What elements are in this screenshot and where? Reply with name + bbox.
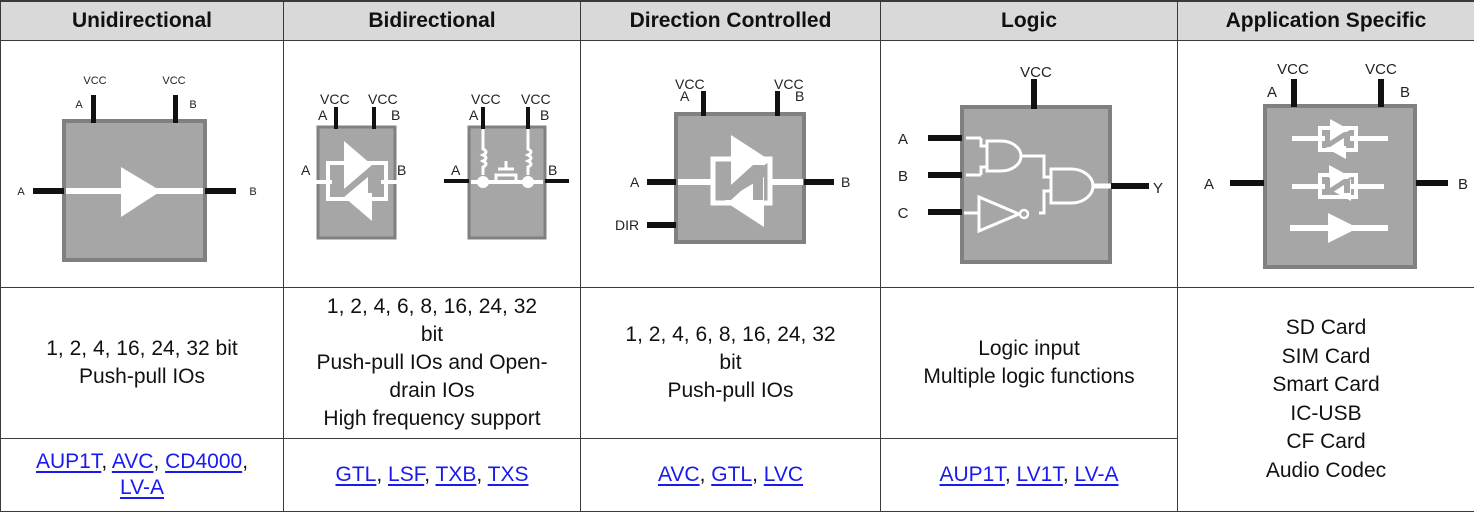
description-line: Push-pull IOs and Open- bbox=[316, 351, 548, 374]
pin-label-b-top: B bbox=[1400, 84, 1410, 101]
application-item: IC-USB bbox=[1290, 401, 1362, 425]
pin-label-a-top: A bbox=[680, 88, 690, 104]
pin-label-a-top: A bbox=[1267, 84, 1277, 101]
pin-label-c: C bbox=[898, 205, 909, 222]
family-link-lv-a[interactable]: LV-A bbox=[1074, 463, 1119, 486]
pin-label-a: A bbox=[301, 162, 311, 178]
pin-label-vcc-b: VCC bbox=[1365, 61, 1397, 78]
description-line: High frequency support bbox=[323, 407, 541, 430]
pin-label-b: B bbox=[841, 174, 850, 190]
description-line: Push-pull IOs bbox=[78, 365, 206, 388]
unidirectional-buffer-icon: VCC VCC A B A B bbox=[17, 75, 257, 262]
pin-label-vcc: VCC bbox=[368, 91, 398, 107]
application-specific-translator-icon: VCC VCC A B A B bbox=[1204, 61, 1468, 269]
diagram-cell-unidirectional: VCC VCC A B A B bbox=[0, 40, 284, 288]
pin-label-b: B bbox=[540, 107, 549, 123]
family-link-avc[interactable]: AVC bbox=[657, 463, 700, 486]
description-line: 1, 2, 4, 6, 8, 16, 24, 32 bbox=[625, 323, 836, 346]
family-link-aup1t[interactable]: AUP1T bbox=[35, 450, 102, 473]
description-line: bit bbox=[719, 351, 742, 374]
application-item: SIM Card bbox=[1281, 344, 1371, 368]
pin-label-vcc-b: VCC bbox=[162, 75, 185, 87]
description-line: 1, 2, 4, 16, 24, 32 bit bbox=[46, 337, 238, 360]
description-application-specific: SD Card SIM Card Smart Card IC-USB CF Ca… bbox=[1177, 287, 1474, 512]
family-link-lvc[interactable]: LVC bbox=[763, 463, 804, 486]
pin-label-y: Y bbox=[1153, 180, 1163, 197]
application-item: SD Card bbox=[1285, 316, 1367, 339]
links-row: AUP1T, AVC, CD4000,LV-A GTL, LSF, TXB, T… bbox=[0, 438, 1474, 512]
description-direction-controlled: 1, 2, 4, 6, 8, 16, 24, 32 bit Push-pull … bbox=[580, 287, 881, 439]
family-link-gtl[interactable]: GTL bbox=[335, 463, 377, 486]
direction-controlled-translator-icon: VCC VCC A B A B DIR bbox=[615, 76, 850, 244]
pin-label-b: B bbox=[1458, 176, 1468, 193]
pin-label-b: B bbox=[898, 168, 908, 185]
description-line: drain IOs bbox=[389, 379, 475, 402]
family-link-txb[interactable]: TXB bbox=[435, 463, 477, 486]
description-line: Push-pull IOs bbox=[667, 379, 794, 402]
pin-label-b: B bbox=[397, 162, 406, 178]
diagram-row: VCC VCC A B A B bbox=[0, 40, 1474, 288]
links-direction-controlled: AVC, GTL, LVC bbox=[580, 438, 881, 512]
pin-label-a: A bbox=[469, 107, 479, 123]
family-link-aup1t[interactable]: AUP1T bbox=[939, 463, 1005, 486]
bidirectional-translator-icons: VCC VCC A B A B bbox=[301, 91, 569, 240]
pin-label-b-top: B bbox=[189, 99, 196, 111]
pin-label-a: A bbox=[1204, 176, 1214, 193]
family-link-avc[interactable]: AVC bbox=[111, 450, 154, 473]
description-logic: Logic input Multiple logic functions bbox=[880, 287, 1178, 439]
pin-label-vcc: VCC bbox=[521, 91, 551, 107]
pin-label-dir: DIR bbox=[615, 217, 639, 233]
header-unidirectional: Unidirectional bbox=[0, 0, 284, 41]
header-direction-controlled: Direction Controlled bbox=[580, 0, 881, 41]
description-line: Logic input bbox=[978, 337, 1080, 360]
family-link-gtl[interactable]: GTL bbox=[711, 463, 753, 486]
links-unidirectional: AUP1T, AVC, CD4000,LV-A bbox=[0, 438, 284, 512]
family-link-lv-a[interactable]: LV-A bbox=[120, 476, 164, 499]
pin-label-b: B bbox=[548, 162, 557, 178]
pin-label-b-right: B bbox=[249, 186, 256, 198]
description-row: 1, 2, 4, 16, 24, 32 bit Push-pull IOs 1,… bbox=[0, 287, 1474, 512]
pin-label-vcc: VCC bbox=[471, 91, 501, 107]
pin-label-a: A bbox=[318, 107, 328, 123]
pin-label-vcc: VCC bbox=[320, 91, 350, 107]
header-logic: Logic bbox=[880, 0, 1178, 41]
header-application-specific: Application Specific bbox=[1177, 0, 1474, 41]
family-link-txs[interactable]: TXS bbox=[487, 463, 529, 486]
header-row: Unidirectional Bidirectional Direction C… bbox=[0, 0, 1474, 41]
description-line: Multiple logic functions bbox=[923, 365, 1135, 388]
links-logic: AUP1T, LV1T, LV-A bbox=[880, 438, 1178, 512]
logic-gate-translator-icon: VCC A B C Y bbox=[898, 64, 1163, 264]
description-bidirectional: 1, 2, 4, 6, 8, 16, 24, 32 bit Push-pull … bbox=[283, 287, 581, 439]
application-item: CF Card bbox=[1286, 430, 1366, 453]
pin-label-b-top: B bbox=[795, 88, 804, 104]
header-bidirectional: Bidirectional bbox=[283, 0, 581, 41]
family-link-lv1t[interactable]: LV1T bbox=[1016, 463, 1063, 486]
pin-label-a-left: A bbox=[17, 186, 25, 198]
description-line: 1, 2, 4, 6, 8, 16, 24, 32 bbox=[326, 295, 538, 318]
diagram-cell-bidirectional: VCC VCC A B A B bbox=[283, 40, 581, 288]
pin-label-vcc: VCC bbox=[1020, 64, 1052, 81]
description-unidirectional: 1, 2, 4, 16, 24, 32 bit Push-pull IOs bbox=[0, 287, 284, 439]
family-link-cd4000[interactable]: CD4000 bbox=[165, 450, 243, 473]
diagram-cell-direction-controlled: VCC VCC A B A B DIR bbox=[580, 40, 881, 288]
pin-label-a: A bbox=[451, 162, 461, 178]
pin-label-b: B bbox=[391, 107, 400, 123]
auto-direction-sensing-icon: VCC VCC A B A B bbox=[301, 91, 406, 240]
open-drain-translator-icon: VCC VCC A B A B bbox=[444, 91, 569, 240]
pin-label-vcc-a: VCC bbox=[675, 76, 705, 92]
pin-label-vcc-a: VCC bbox=[83, 75, 106, 87]
diagram-cell-logic: VCC A B C Y bbox=[880, 40, 1178, 288]
pin-label-a: A bbox=[630, 174, 640, 190]
pin-label-a-top: A bbox=[75, 99, 83, 111]
application-item: Smart Card bbox=[1272, 373, 1380, 396]
links-bidirectional: GTL, LSF, TXB, TXS bbox=[283, 438, 581, 512]
pin-label-vcc-a: VCC bbox=[1277, 61, 1309, 78]
diagram-cell-application-specific: VCC VCC A B A B bbox=[1177, 40, 1474, 288]
description-line: bit bbox=[420, 323, 444, 346]
pin-label-vcc-b: VCC bbox=[774, 76, 804, 92]
family-link-lsf[interactable]: LSF bbox=[388, 463, 425, 486]
pin-label-a: A bbox=[898, 131, 908, 148]
application-item: Audio Codec bbox=[1265, 458, 1387, 482]
